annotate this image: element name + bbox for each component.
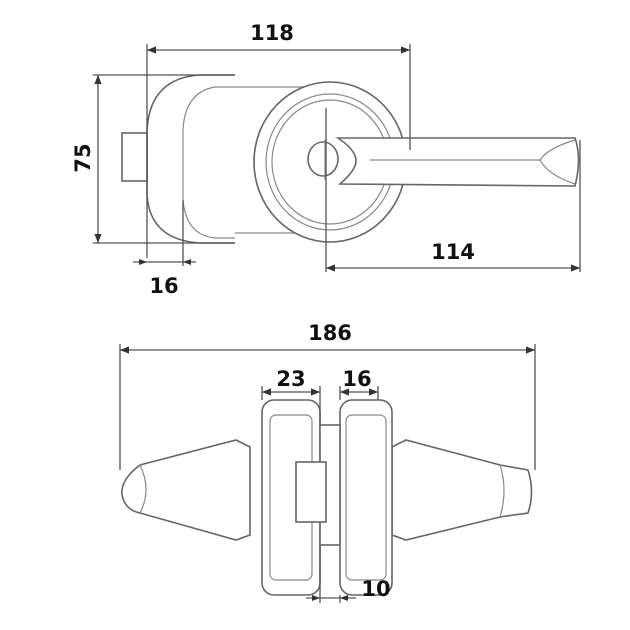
dim-label-16-bottom: 16 [342,367,371,391]
dim-label-118: 118 [250,21,294,45]
lock-body-outline [146,74,235,244]
dim-label-186: 186 [308,321,352,345]
latch [295,461,327,523]
dim-label-10: 10 [361,577,390,601]
bottom-view: 186 23 16 10 [119,321,536,603]
right-lever [391,439,533,541]
lever-handle [335,137,580,187]
dim-label-114: 114 [431,240,475,264]
right-rose [339,399,393,596]
dim-label-16: 16 [149,274,178,298]
top-view: 118 75 16 114 [71,21,581,298]
dim-label-23: 23 [276,367,305,391]
dim-label-75: 75 [71,143,95,172]
bolt [121,132,148,182]
left-lever [121,439,251,541]
cylinder [307,141,339,177]
lock-body-inner [182,86,235,239]
